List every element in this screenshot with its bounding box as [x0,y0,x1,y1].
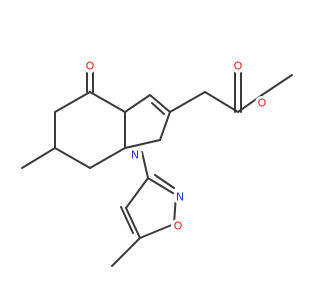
bond [120,206,134,234]
bond [54,147,91,169]
bond [147,177,177,196]
bond [111,237,141,267]
bond [124,94,151,113]
bond [89,91,126,113]
bond [54,91,91,113]
ester-ether-oxygen-label: O [258,97,267,110]
ester-carbonyl-oxygen-label: O [234,60,243,73]
bond [159,111,171,141]
indole-nitrogen-label: N [131,149,139,162]
bond [149,94,171,113]
bond [124,139,161,149]
bond [261,74,293,96]
atom-labels: O O O N N O [83,59,269,233]
bond [125,177,149,209]
bond [139,223,175,239]
bond [204,91,239,113]
bond [169,91,206,113]
ketone-oxygen-label: O [86,60,95,73]
molecule-structure: O O O N N O [21,59,293,267]
bond [154,174,175,189]
bond [21,147,56,169]
bond [151,102,165,115]
isoxazole-nitrogen-label: N [176,191,184,204]
bond [141,151,149,179]
bonds [21,69,293,267]
bond [125,207,141,239]
bond [89,147,126,169]
isoxazole-oxygen-label: O [174,220,183,233]
